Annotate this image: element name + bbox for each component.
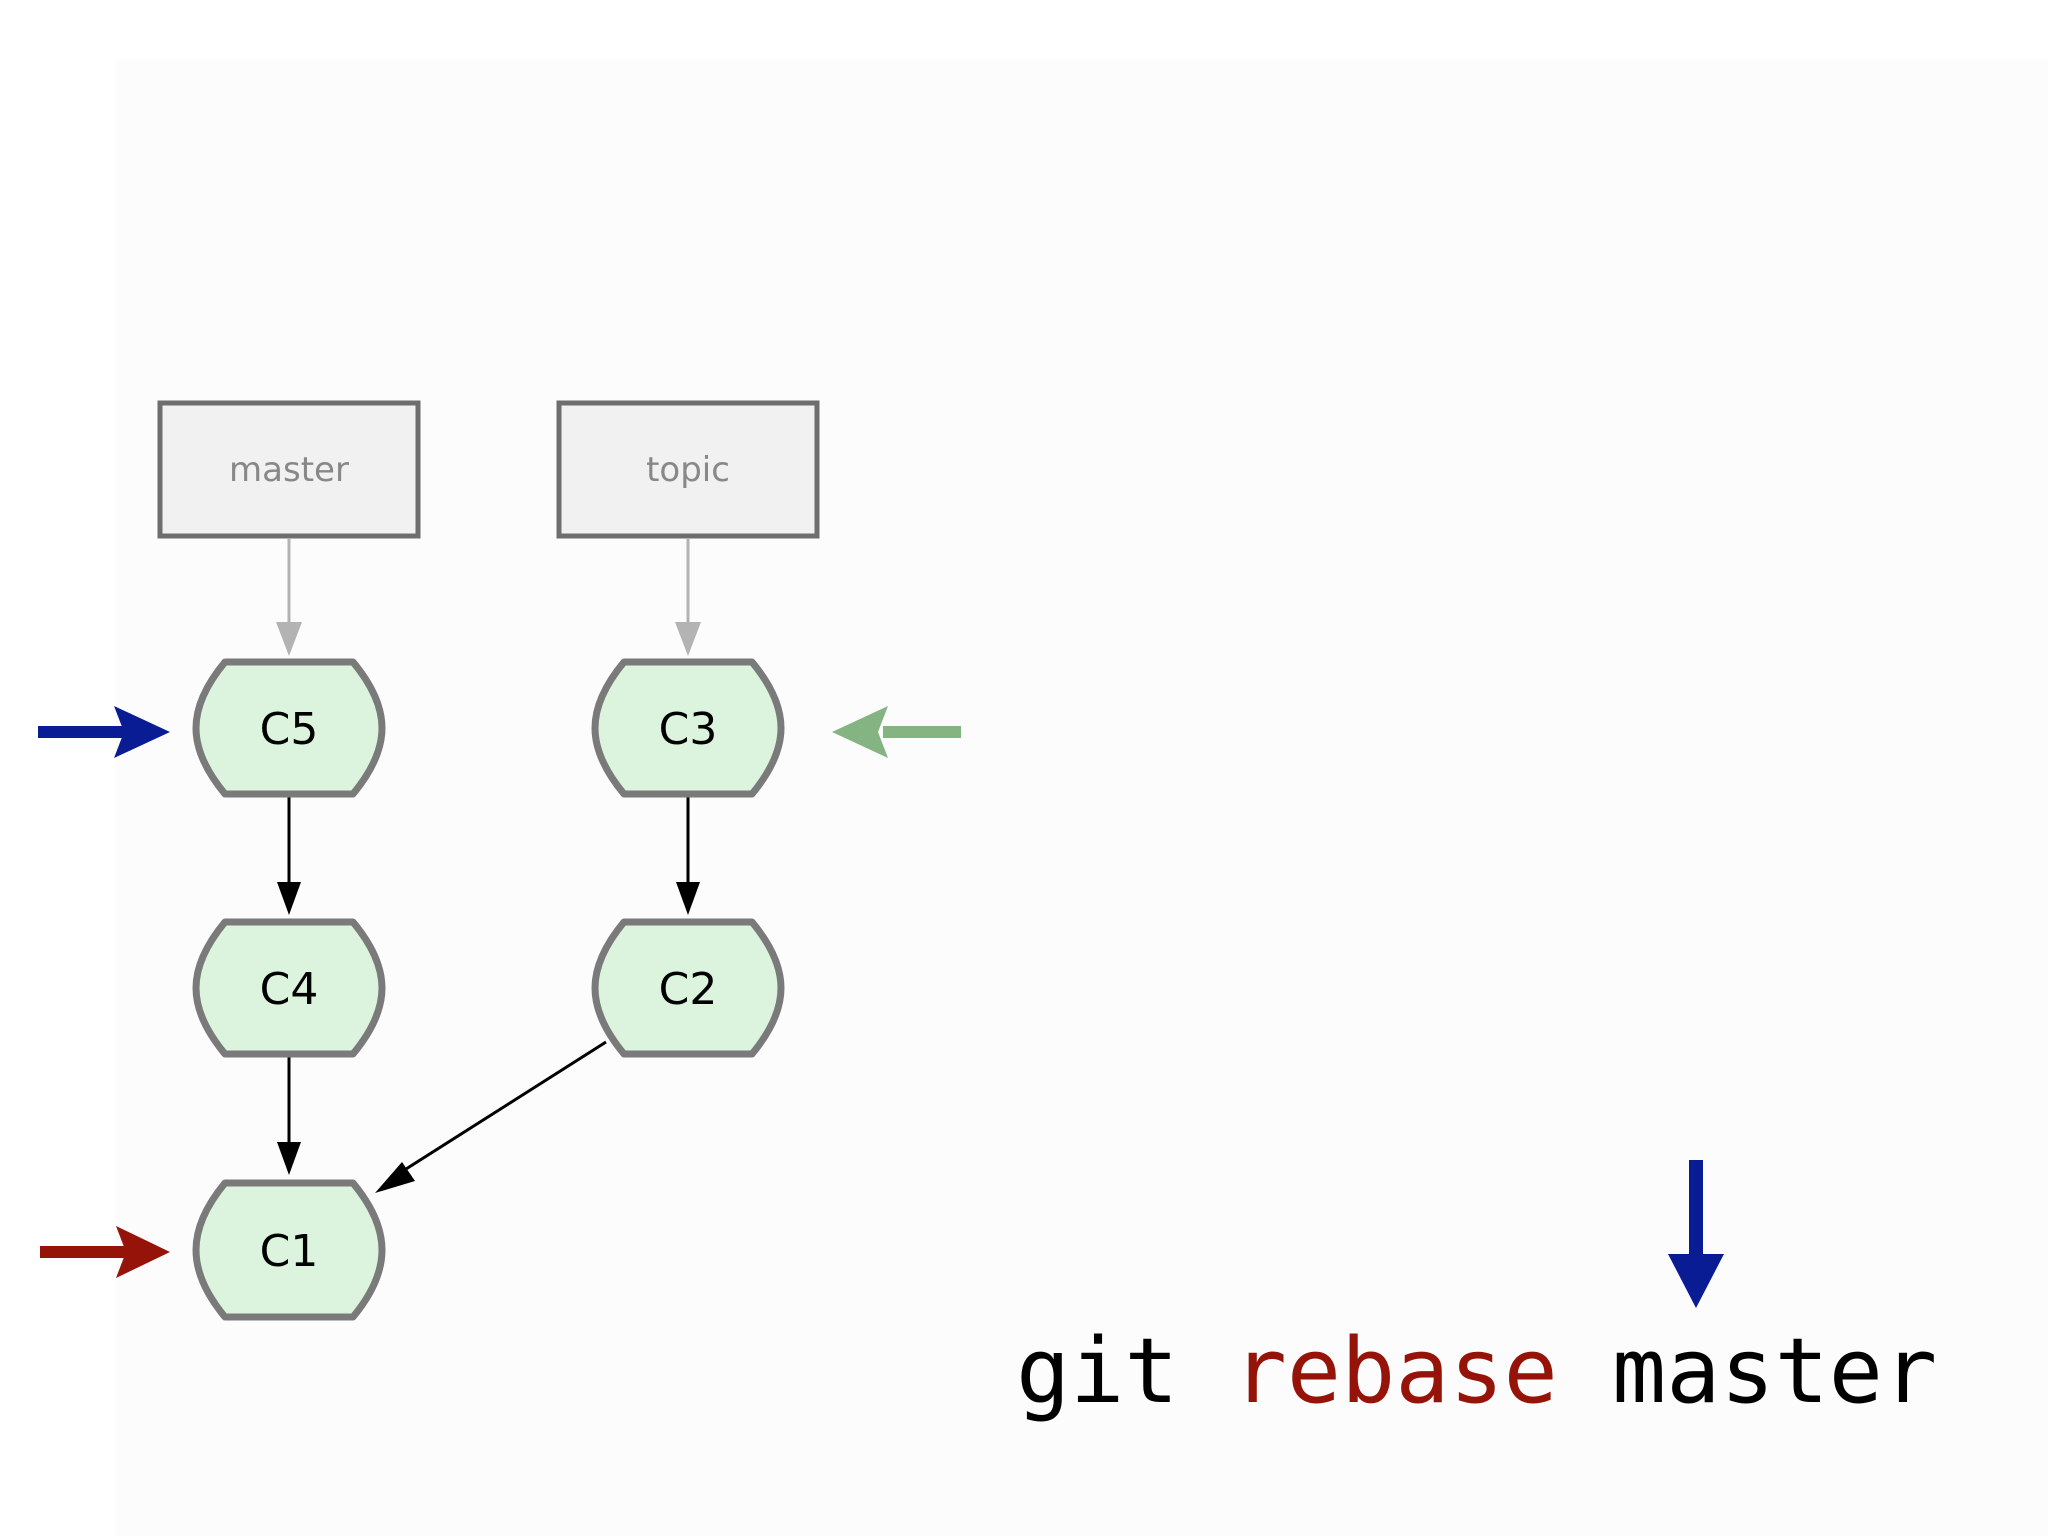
commit-c4: C4	[192, 918, 386, 1058]
commit-c1: C1	[192, 1179, 386, 1321]
commit-c4-shape	[192, 918, 386, 1058]
command-rebase: rebase	[1233, 1319, 1558, 1424]
background-panel	[116, 60, 2048, 1536]
parent-arrow-c4-c1	[277, 1057, 301, 1175]
blue-marker-arrow-c5	[38, 706, 170, 758]
branch-master: master	[157, 400, 421, 539]
commit-c2-shape	[591, 918, 785, 1058]
commit-c3: C3	[591, 658, 785, 798]
parent-arrow-c2-c1	[375, 1040, 607, 1193]
commit-c5: C5	[192, 658, 386, 798]
parent-arrow-c3-c2	[676, 797, 700, 915]
commit-c3-label: C3	[659, 704, 718, 755]
branch-master-label: master	[229, 450, 349, 490]
green-marker-arrow-c3	[832, 706, 961, 758]
red-marker-arrow-c1	[40, 1226, 170, 1278]
branch-master-box	[157, 400, 421, 539]
ref-arrow-topic	[675, 538, 701, 656]
command-master: master	[1612, 1319, 1937, 1424]
branch-topic: topic	[556, 400, 820, 539]
branch-topic-label: topic	[646, 450, 730, 490]
commit-c2-label: C2	[659, 964, 718, 1015]
commit-c3-shape	[591, 658, 785, 798]
command-git: git	[1016, 1319, 1179, 1424]
commit-c5-shape	[192, 658, 386, 798]
branch-topic-box	[556, 400, 820, 539]
parent-arrow-c5-c4	[277, 797, 301, 915]
commit-c2: C2	[591, 918, 785, 1058]
ref-arrow-master	[276, 538, 302, 656]
command-text: git rebase master	[1016, 1319, 1937, 1424]
blue-down-arrow	[1668, 1160, 1724, 1308]
commit-c1-label: C1	[260, 1226, 319, 1277]
commit-c1-shape	[192, 1179, 386, 1321]
commit-c5-label: C5	[260, 704, 319, 755]
commit-c4-label: C4	[260, 964, 319, 1015]
